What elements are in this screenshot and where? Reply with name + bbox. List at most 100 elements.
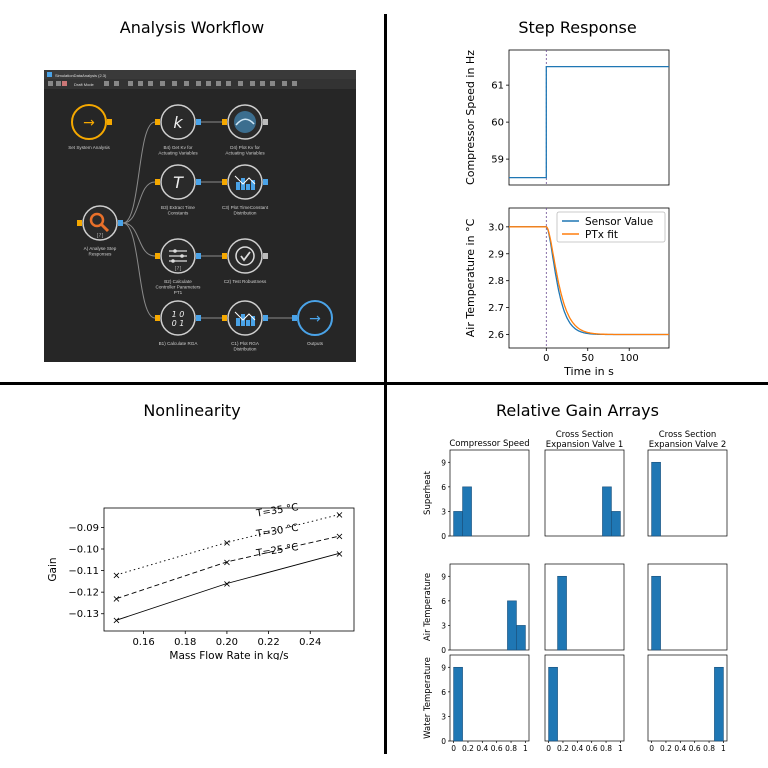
output-port[interactable]	[263, 179, 268, 185]
toolbar-button-icon[interactable]	[160, 81, 165, 86]
toolbar-button-icon[interactable]	[148, 81, 153, 86]
toolbar-button-icon[interactable]	[104, 81, 109, 86]
sliders-icon	[169, 249, 187, 263]
output-port[interactable]	[107, 119, 112, 125]
data-point-marker: ×	[335, 549, 343, 560]
x-tick-label: 0.22	[257, 637, 279, 648]
output-port[interactable]	[196, 179, 201, 185]
x-tick-label: 1	[618, 744, 623, 753]
histogram-bar	[548, 666, 558, 742]
histogram-bar	[651, 575, 661, 651]
input-port[interactable]	[155, 315, 160, 321]
y-tick-label: 2.8	[488, 276, 504, 287]
output-port[interactable]	[263, 315, 268, 321]
output-port[interactable]	[263, 253, 268, 259]
rga-histogram-cell	[544, 449, 625, 537]
output-port[interactable]	[196, 253, 201, 259]
toolbar-button-icon[interactable]	[172, 81, 177, 86]
toolbar-button-icon[interactable]	[226, 81, 231, 86]
histogram-bar	[602, 486, 612, 537]
x-tick-label: 1	[721, 744, 726, 753]
toolbar-button-icon[interactable]	[138, 81, 143, 86]
input-port[interactable]	[155, 253, 160, 259]
toolbar-button-icon[interactable]	[282, 81, 287, 86]
workflow-node-label: B1) Calculate RGA	[159, 341, 199, 346]
histogram-bar	[611, 511, 621, 537]
x-tick-label: 0.2	[462, 744, 474, 753]
output-port[interactable]	[196, 315, 201, 321]
series-line	[509, 226, 669, 336]
toolbar-button-icon[interactable]	[196, 81, 201, 86]
y-tick-label: 9	[441, 663, 446, 672]
workflow-node-set[interactable]: →Set System Analysis	[68, 104, 112, 150]
plot-frame	[508, 49, 670, 186]
toolbar-button-icon[interactable]	[114, 81, 119, 86]
draft-mode-label[interactable]: Draft Mode	[74, 82, 95, 87]
toolbar-button-icon[interactable]	[184, 81, 189, 86]
y-tick-label: 3.0	[488, 222, 504, 233]
toolbar-button-icon[interactable]	[238, 81, 243, 86]
y-tick-label: 0	[441, 646, 446, 655]
workflow-node-b1[interactable]: 1 00 1B1) Calculate RGA	[155, 300, 201, 346]
window-titlebar	[44, 70, 356, 79]
y-axis-label: Air Temperature in °C	[464, 218, 477, 337]
toolbar-button-icon[interactable]	[48, 81, 53, 86]
x-tick-label: 0	[543, 353, 549, 364]
toolbar-button-icon[interactable]	[128, 81, 133, 86]
toolbar-button-icon[interactable]	[292, 81, 297, 86]
toolbar-button-icon[interactable]	[270, 81, 275, 86]
toolbar-button-icon[interactable]	[216, 81, 221, 86]
input-port[interactable]	[155, 179, 160, 185]
input-port[interactable]	[155, 119, 160, 125]
data-point-marker: ×	[112, 594, 120, 605]
x-tick-label: 0.4	[674, 744, 686, 753]
step-response-title: Step Response	[518, 18, 637, 37]
output-port[interactable]	[118, 220, 123, 226]
toolbar-button-icon[interactable]	[206, 81, 211, 86]
y-tick-label: 2.6	[488, 330, 504, 341]
toolbar-button-icon[interactable]	[56, 81, 61, 86]
y-tick-label: 59	[491, 155, 504, 166]
y-axis-label: Gain	[47, 557, 59, 581]
y-tick-label: −0.10	[68, 545, 99, 556]
x-tick-label: 0.8	[505, 744, 517, 753]
input-port[interactable]	[222, 315, 227, 321]
x-tick-label: 0.6	[586, 744, 598, 753]
input-port[interactable]	[77, 220, 82, 226]
x-tick-label: 0.4	[571, 744, 583, 753]
input-port[interactable]	[222, 119, 227, 125]
output-port[interactable]	[263, 119, 268, 125]
workflow-node-label: C2) Test Robustness	[224, 279, 267, 284]
workflow-node-out[interactable]: →Outputs	[292, 300, 333, 346]
input-port[interactable]	[222, 253, 227, 259]
workflow-node-c2[interactable]: C2) Test Robustness	[222, 238, 268, 284]
workflow-screenshot: SimulationDataAnalysis (2.3) Draft Mode …	[44, 70, 356, 362]
toolbar-button-icon[interactable]	[250, 81, 255, 86]
y-tick-label: 9	[441, 572, 446, 581]
input-port[interactable]	[292, 315, 297, 321]
input-port[interactable]	[222, 179, 227, 185]
toolbar-button-icon[interactable]	[62, 81, 67, 86]
toolbar-button-icon[interactable]	[260, 81, 265, 86]
x-axis-label: Mass Flow Rate in kg/s	[169, 650, 288, 660]
y-tick-label: 6	[441, 483, 446, 492]
x-tick-label: 1	[523, 744, 528, 753]
k-symbol-icon: k	[173, 113, 183, 132]
output-port[interactable]	[196, 119, 201, 125]
data-point-marker: ×	[112, 616, 120, 627]
checkmark-icon	[235, 246, 255, 266]
data-point-marker: ×	[223, 538, 231, 549]
t-symbol-icon: T	[173, 173, 184, 192]
